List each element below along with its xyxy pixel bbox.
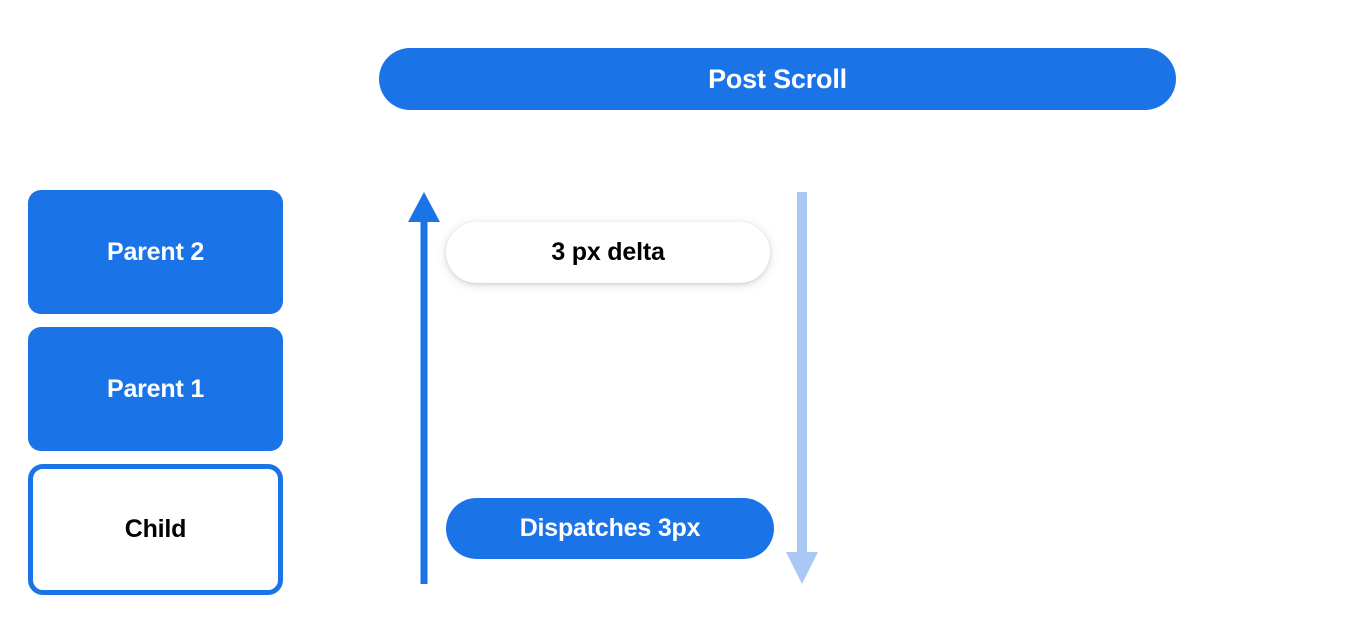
node-box-child: Child <box>28 464 283 595</box>
dispatch-annotation-label: Dispatches 3px <box>519 514 701 542</box>
delta-annotation-pill: 3 px delta <box>446 222 770 283</box>
node-box-parent-1: Parent 1 <box>28 327 283 451</box>
node-label-parent-2: Parent 2 <box>106 237 205 266</box>
node-stack: Parent 2 Parent 1 Child <box>28 190 283 595</box>
delta-annotation-label: 3 px delta <box>551 238 665 266</box>
dispatch-annotation-pill: Dispatches 3px <box>446 498 774 559</box>
node-label-parent-1: Parent 1 <box>106 374 205 403</box>
arrow-down-icon <box>786 192 818 584</box>
header-title: Post Scroll <box>708 63 847 94</box>
node-label-child: Child <box>124 515 187 543</box>
node-box-parent-2: Parent 2 <box>28 190 283 314</box>
header-pill: Post Scroll <box>379 48 1176 110</box>
arrow-up-icon <box>408 192 440 584</box>
